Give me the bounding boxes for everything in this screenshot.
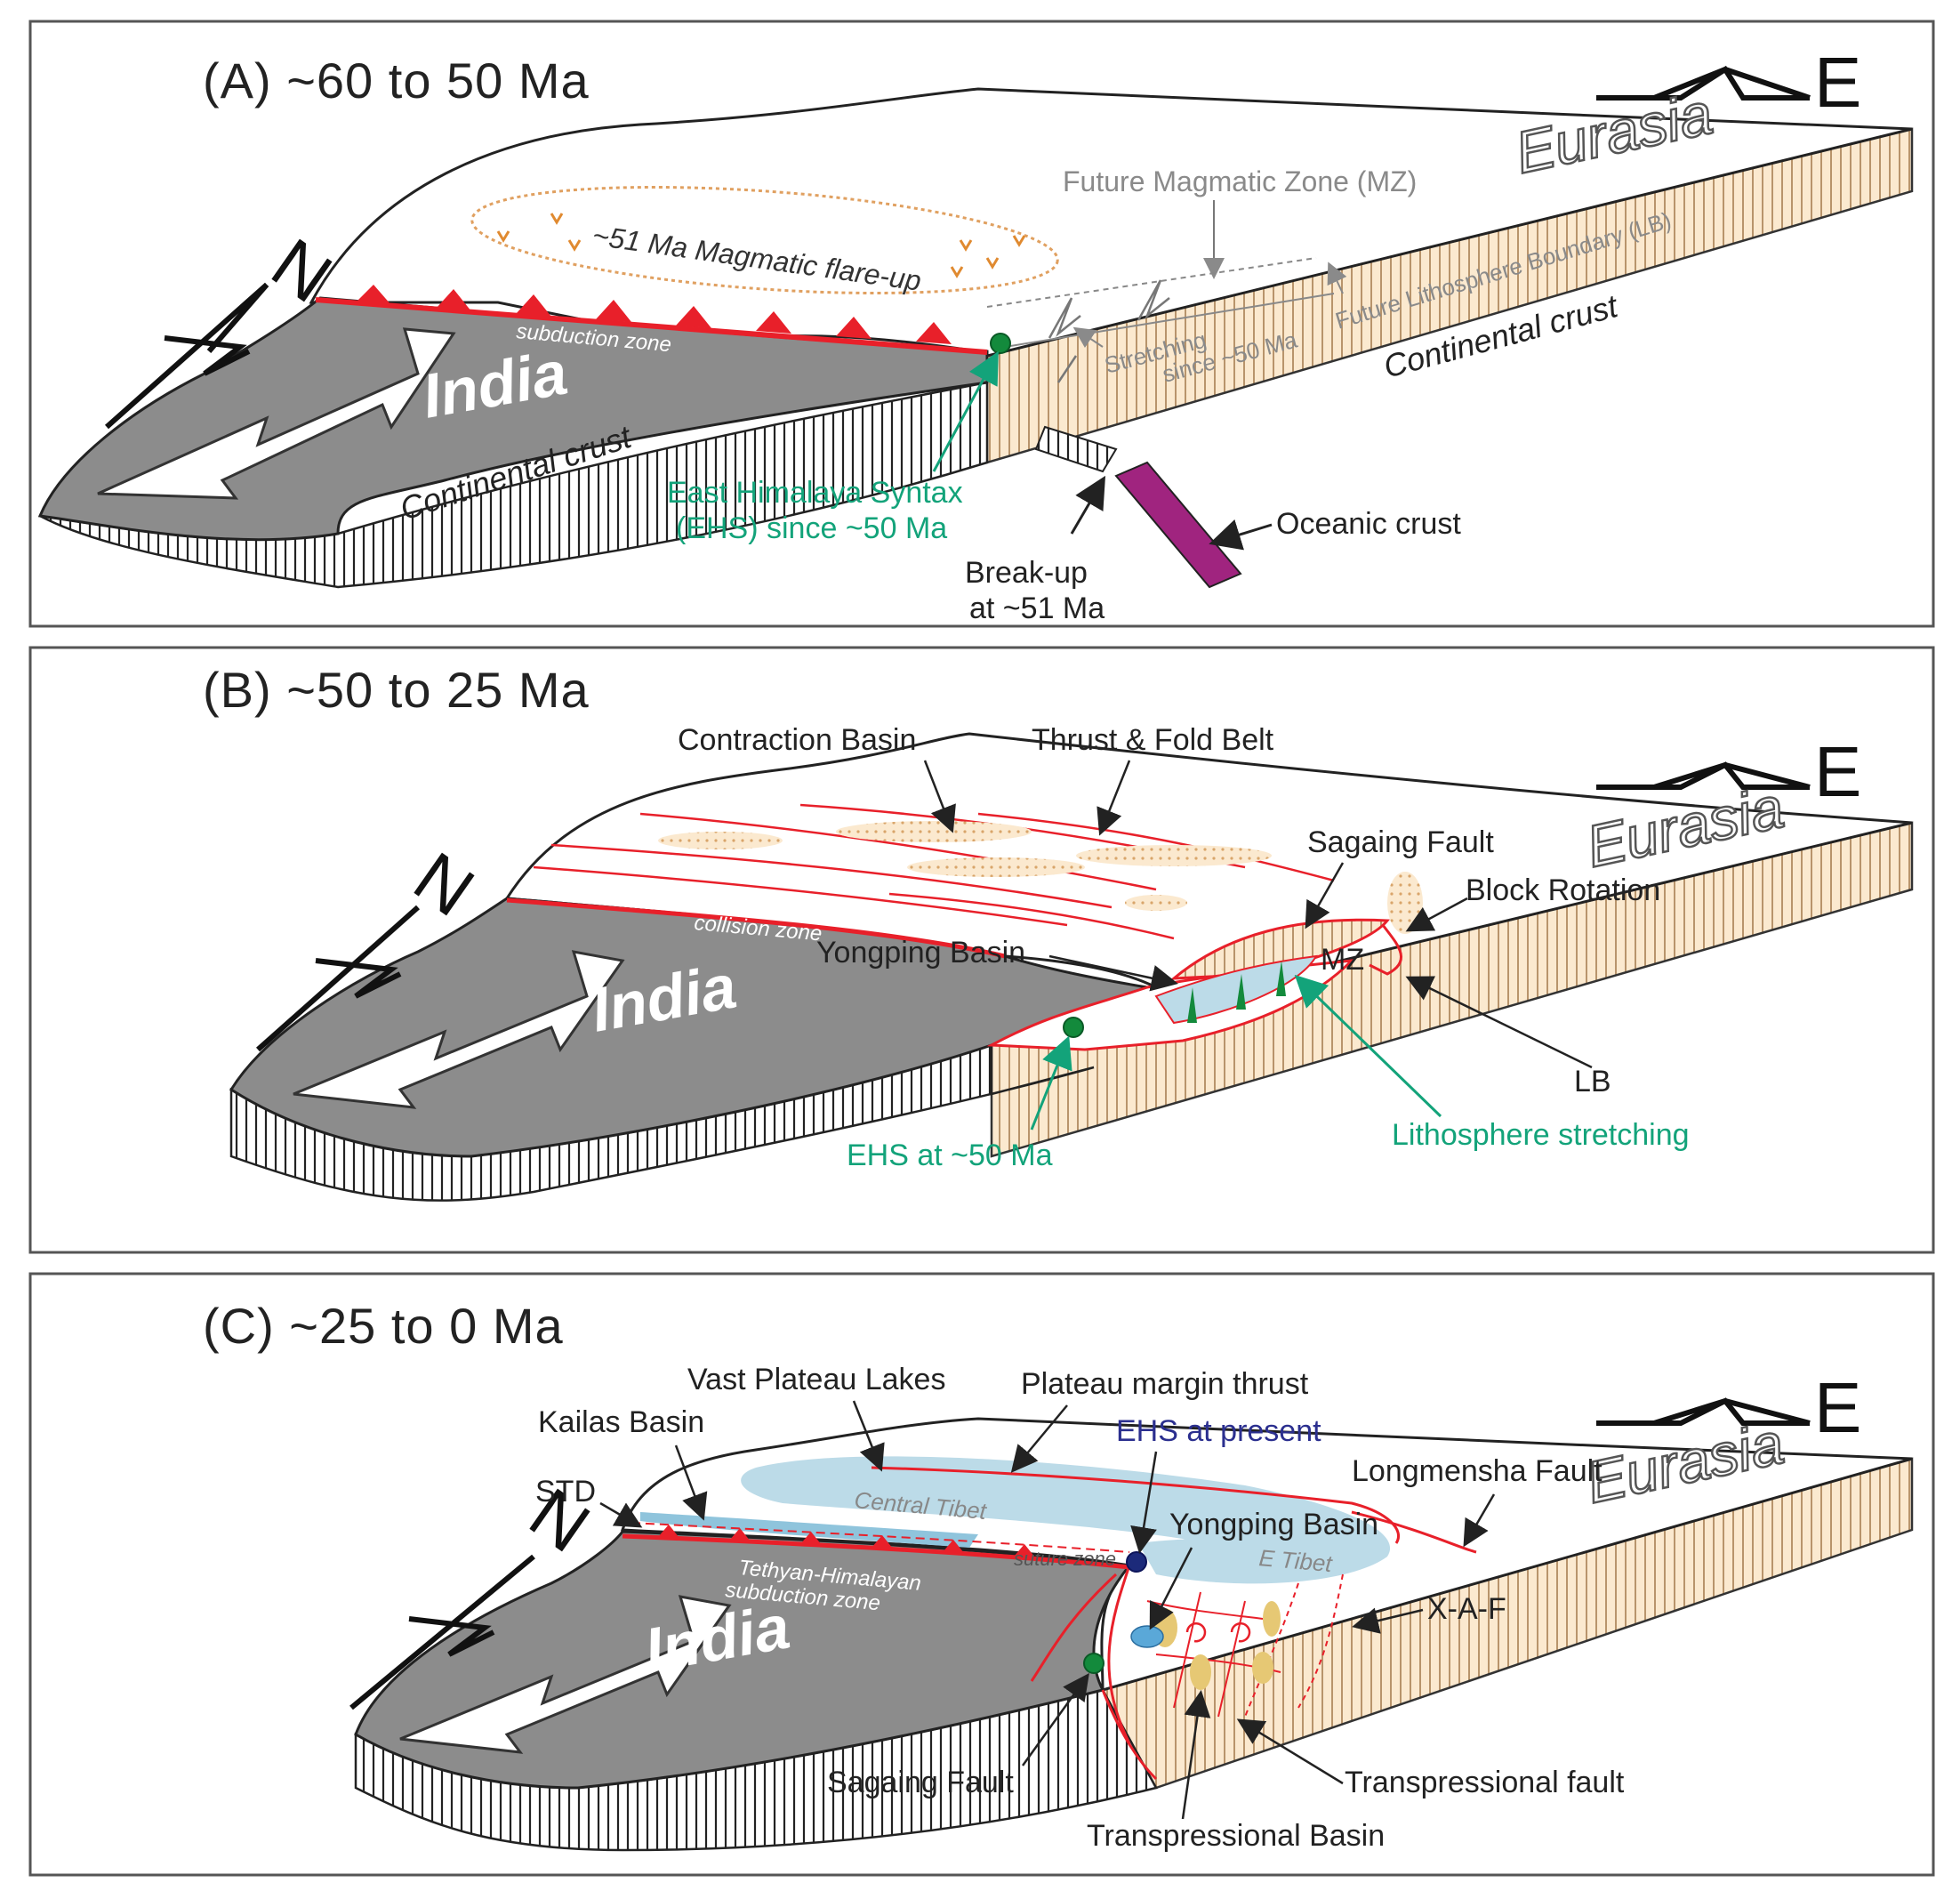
e-tibet-label: E Tibet	[1257, 1544, 1334, 1577]
breakup-label-2: at ~51 Ma	[969, 591, 1105, 625]
yongping-basin-label-c: Yongping Basin	[1169, 1508, 1378, 1541]
xaf-fault-lines	[1244, 1573, 1344, 1718]
subduction-teeth	[356, 285, 952, 344]
east-compass-a: E	[1596, 43, 1861, 122]
panel-b-title: (B) ~50 to 25 Ma	[203, 662, 590, 718]
future-mz-label: Future Magmatic Zone (MZ)	[1063, 165, 1417, 197]
future-mz-line	[986, 257, 1317, 308]
litho-stretching-label: Lithosphere stretching	[1392, 1118, 1690, 1152]
mz-label: MZ	[1321, 943, 1364, 977]
subduction-thrust-line	[315, 297, 988, 355]
thrust-fold-label: Thrust & Fold Belt	[1032, 723, 1274, 757]
kailas-basin-label: Kailas Basin	[538, 1405, 704, 1439]
breakup-label-1: Break-up	[965, 556, 1088, 590]
longmensha-fault-line	[1351, 1510, 1477, 1554]
margin-thrust-line	[871, 1466, 1400, 1544]
ehs-label-2: (EHS) since ~50 Ma	[676, 511, 947, 545]
volcanic-marks	[496, 213, 1026, 278]
stretching-arrows	[1187, 961, 1286, 1023]
transpressional-fault-label: Transpressional fault	[1345, 1766, 1625, 1799]
transpressional-basin-label: Transpressional Basin	[1087, 1819, 1385, 1853]
sagaing-fault-label-c: Sagaing Fault	[827, 1766, 1014, 1799]
india-plate-top	[229, 897, 1148, 1158]
compass-e-label: E	[1814, 732, 1861, 811]
margin-thrust-label: Plateau margin thrust	[1021, 1367, 1309, 1401]
yongping-basin-c	[1130, 1625, 1164, 1648]
future-lb-line	[1004, 293, 1335, 348]
panel-a-title: (A) ~60 to 50 Ma	[203, 52, 590, 109]
panel-c: (C) ~25 to 0 Ma E N India Eurasia Centra…	[28, 1272, 1935, 1877]
ehs-present-label: EHS at present	[1116, 1414, 1321, 1448]
yongping-basin-label-b: Yongping Basin	[816, 936, 1025, 970]
oceanic-label: Oceanic crust	[1276, 507, 1461, 541]
subduction-line-c	[622, 1533, 1130, 1570]
sagaing-fault-label-b: Sagaing Fault	[1307, 825, 1494, 859]
india-motion-arrow	[97, 327, 456, 500]
block-rotation-arc	[1369, 924, 1403, 976]
india-motion-arrow	[293, 950, 625, 1109]
eurasia-plate-top	[309, 87, 1913, 383]
stretching-marks	[1048, 279, 1170, 383]
yongping-basin-b	[1154, 954, 1318, 1025]
compass-e-label: E	[1814, 1368, 1861, 1447]
lb-label: LB	[1574, 1065, 1611, 1098]
ehs-label-1: East Himalaya Syntax	[667, 476, 963, 510]
e-tibet-lake	[1138, 1538, 1387, 1584]
east-compass-c: E	[1596, 1368, 1861, 1447]
flare-up-zone	[470, 186, 1059, 294]
panel-c-title: (C) ~25 to 0 Ma	[203, 1298, 564, 1354]
subduction-teeth-c	[658, 1525, 1035, 1557]
ehs-past-dot	[1083, 1653, 1105, 1674]
longmensha-label: Longmensha Fault	[1352, 1454, 1603, 1488]
kailas-basin	[640, 1512, 978, 1548]
collision-line	[506, 897, 1006, 959]
rotation-arcs-c	[1185, 1621, 1251, 1643]
east-compass-b: E	[1596, 732, 1861, 811]
xaf-label: X-A-F	[1427, 1592, 1506, 1626]
ehs-dot-b	[1063, 1017, 1084, 1038]
panel-a: (A) ~60 to 50 Ma E subduction	[28, 20, 1935, 628]
contraction-basin-label: Contraction Basin	[678, 723, 916, 757]
suture-zone-label: suture zone	[1014, 1548, 1116, 1570]
breakup-fragment	[1034, 425, 1118, 473]
sagaing-fault-lines	[1030, 1565, 1158, 1781]
std-line	[631, 1522, 1130, 1553]
ehs-label-b: EHS at ~50 Ma	[847, 1139, 1053, 1172]
central-tibet-lake	[741, 1456, 1391, 1565]
oceanic-crust-slab	[1114, 461, 1242, 589]
panel-b: (B) ~50 to 25 Ma E N India Eurasia colli…	[28, 646, 1935, 1254]
ehs-present-dot	[1126, 1551, 1147, 1573]
compass-e-label: E	[1814, 43, 1861, 122]
std-label: STD	[535, 1475, 596, 1509]
ehs-dot-a	[990, 333, 1011, 354]
vast-lakes-label: Vast Plateau Lakes	[687, 1363, 945, 1396]
india-motion-arrow	[399, 1595, 732, 1754]
block-rotation-label: Block Rotation	[1466, 873, 1660, 907]
